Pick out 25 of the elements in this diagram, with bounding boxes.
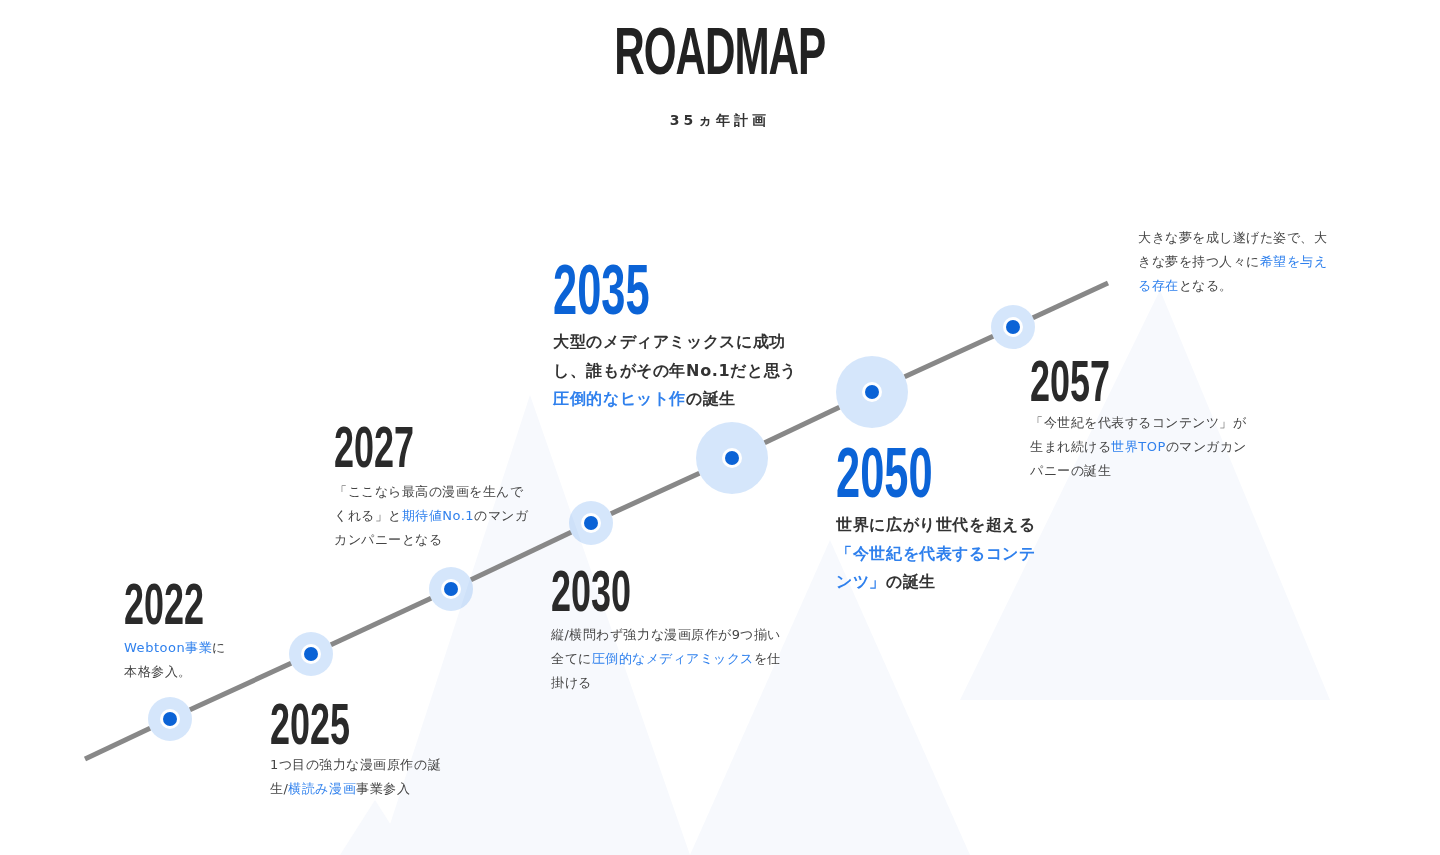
timeline-line: [469, 530, 573, 582]
timeline-line: [329, 596, 433, 647]
vision-text: 大きな夢を成し遂げた姿で、大きな夢を持つ人々に希望を与える存在となる。: [1138, 229, 1329, 295]
timeline-line: [763, 404, 841, 446]
milestone-description: 1つ目の強力な漫画原作の誕生/横読み漫画事業参入: [270, 756, 443, 798]
timeline-line: [1031, 280, 1110, 320]
year-label: 2027: [334, 418, 414, 476]
title: ROADMAP: [614, 18, 826, 84]
timeline-line: [188, 661, 293, 712]
timeline-line: [903, 334, 995, 380]
year-label: 2025: [270, 695, 350, 753]
timeline-line: [83, 726, 152, 762]
milestone-description: 世界に広がり世代を超える「今世紀を代表するコンテンツ」の誕生: [836, 514, 1037, 593]
year-label: 2030: [551, 562, 631, 620]
milestone-description: 「今世紀を代表するコンテンツ」が生まれ続ける世界TOPのマンガカンパニーの誕生: [1030, 414, 1248, 480]
year-label: 2035: [553, 255, 650, 325]
milestone-description: 「ここなら最高の漫画を生んでくれる」と期待値No.1のマンガカンパニーとなる: [334, 483, 530, 549]
year-label: 2057: [1030, 352, 1110, 410]
year-label: 2050: [836, 438, 933, 508]
year-label: 2022: [124, 575, 204, 633]
milestone-description: Webtoon事業に本格参入。: [124, 639, 227, 681]
milestone-description: 大型のメディアミックスに成功し、誰もがその年No.1だと思う圧倒的なヒット作の誕生: [553, 331, 798, 410]
milestone-description: 縦/横問わず強力な漫画原作が9つ揃い全てに圧倒的なメディアミックスを仕掛ける: [551, 626, 782, 692]
timeline-line: [609, 470, 701, 516]
subtitle: 35ヵ年計画: [669, 111, 771, 130]
